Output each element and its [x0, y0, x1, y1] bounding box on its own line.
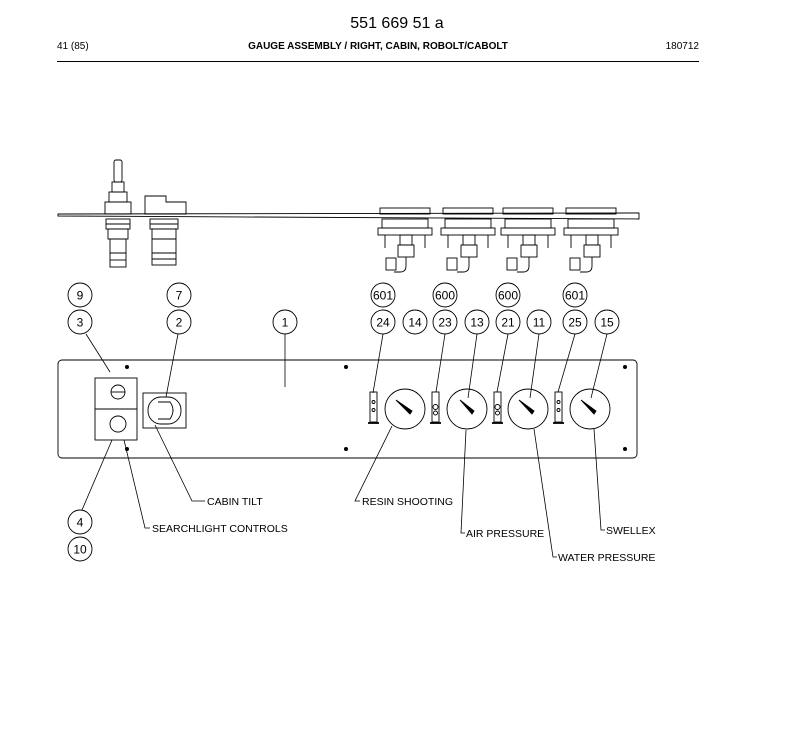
- callout-9: 9: [77, 289, 84, 303]
- callout-1: 1: [282, 316, 289, 330]
- searchlight-control-block: [94, 377, 138, 441]
- valve-23: [430, 391, 441, 424]
- callout-600-a: 600: [435, 289, 455, 303]
- gauge-resin-shooting: [384, 388, 426, 430]
- switch-side: [144, 195, 187, 266]
- gauge-swellex: [569, 388, 611, 430]
- callout-24: 24: [376, 316, 390, 330]
- page-title: GAUGE ASSEMBLY / RIGHT, CABIN, ROBOLT/CA…: [248, 41, 508, 52]
- function-labels: CABIN TILT SEARCHLIGHT CONTROLS RESIN SH…: [152, 496, 656, 564]
- callout-23: 23: [438, 316, 452, 330]
- callout-numbers: 9 3 7 2 1 601 24 14 600 23 13 600 21 11 …: [73, 289, 614, 557]
- label-swellex: SWELLEX: [606, 525, 656, 537]
- callout-14: 14: [408, 316, 422, 330]
- mounting-holes: [125, 365, 627, 451]
- label-searchlight-controls: SEARCHLIGHT CONTROLS: [152, 523, 288, 535]
- label-cabin-tilt: CABIN TILT: [207, 496, 263, 508]
- callout-601-b: 601: [565, 289, 585, 303]
- callout-2: 2: [176, 316, 183, 330]
- front-panel-plate: [57, 359, 638, 459]
- callout-11: 11: [533, 316, 546, 330]
- valve-25: [553, 391, 564, 424]
- callout-25: 25: [568, 316, 582, 330]
- callout-600-b: 600: [498, 289, 518, 303]
- callout-3: 3: [77, 316, 84, 330]
- page-reference: 41 (85): [57, 41, 89, 52]
- callout-10: 10: [73, 543, 87, 557]
- callout-13: 13: [470, 316, 484, 330]
- header-rule: [57, 61, 699, 62]
- callout-7: 7: [176, 289, 183, 303]
- side-view: [57, 159, 640, 273]
- joystick-side: [104, 159, 132, 268]
- callout-circles: [67, 282, 620, 562]
- cabin-tilt-switch: [142, 392, 187, 429]
- gauge-air-pressure: [446, 388, 488, 430]
- gauge-side-1: [377, 207, 433, 273]
- valve-21: [492, 391, 503, 424]
- callout-601-a: 601: [373, 289, 393, 303]
- callout-21: 21: [501, 316, 515, 330]
- document-date: 180712: [665, 41, 699, 52]
- label-resin-shooting: RESIN SHOOTING: [362, 496, 453, 508]
- side-view-plate: [57, 212, 640, 220]
- label-water-pressure: WATER PRESSURE: [558, 552, 655, 564]
- light-switch-knob: [109, 415, 127, 433]
- valve-24: [368, 391, 379, 424]
- callout-4: 4: [77, 516, 84, 530]
- callout-15: 15: [600, 316, 614, 330]
- gauge-side-4: [563, 207, 619, 273]
- gauge-water-pressure: [507, 388, 549, 430]
- leader-lines: [81, 333, 608, 558]
- document-number: 551 669 51 a: [350, 15, 444, 32]
- gauge-side-3: [500, 207, 556, 273]
- label-air-pressure: AIR PRESSURE: [466, 528, 544, 540]
- gauge-side-2: [440, 207, 496, 273]
- front-panel: [57, 359, 638, 459]
